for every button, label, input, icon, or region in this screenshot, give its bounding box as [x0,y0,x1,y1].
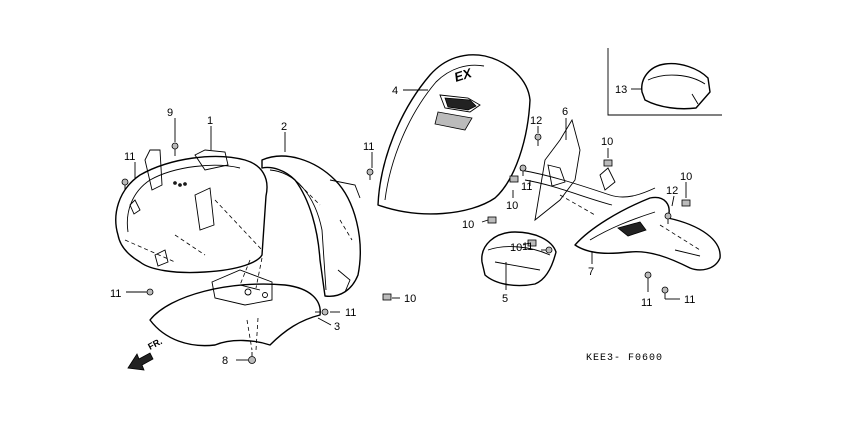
front-arrow-label: FR. [146,336,163,352]
callout-2: 2 [281,121,287,133]
fender-shell-part [261,155,361,297]
clip-icon [487,216,497,224]
clip-icon [382,293,392,301]
screw-icon [661,286,669,299]
callout-5: 5 [502,293,508,305]
inner-fender-part [115,149,268,274]
callout-10-b: 10 [462,219,474,231]
screw-icon [664,212,672,224]
callout-10-d: 10 [510,242,522,254]
callout-1: 1 [207,115,213,127]
side-cover-part [574,196,721,271]
cover-logo-text: EX [452,65,474,85]
screw-icon [315,308,329,316]
callout-10-f: 10 [680,171,692,183]
screw-icon [248,352,256,364]
clip-icon [681,199,691,207]
callout-labels: 1 2 3 4 5 6 7 8 9 10 10 10 10 10 10 11 1… [110,84,695,367]
callout-6: 6 [562,106,568,118]
callout-11-c: 11 [110,288,121,300]
callout-13: 13 [615,84,627,96]
callout-4: 4 [392,85,398,97]
callout-11-a: 11 [124,151,135,163]
callout-11-e: 11 [521,181,532,193]
clip-icon [509,175,519,183]
callout-8: 8 [222,355,228,367]
screw-icon [541,246,553,254]
front-cover-part: EX [377,54,531,215]
screw-icon [121,178,129,190]
callout-11-g: 11 [641,297,652,309]
diagram-code: KEE3- F0600 [586,353,663,364]
callout-11-f: 11 [522,241,533,253]
lower-center-cover-part [481,231,557,287]
leader-lines [126,88,687,361]
callout-10-e: 10 [601,136,613,148]
callout-9: 9 [167,107,173,119]
screw-icon [534,133,542,146]
callout-3: 3 [334,321,340,333]
small-cover-part [641,62,711,110]
screw-icon [519,164,527,176]
screw-icon [366,168,374,180]
callout-11-h: 11 [684,294,695,306]
front-fender-part [149,257,321,351]
front-direction-arrow: FR. [127,336,164,371]
callout-11-b: 11 [363,141,374,153]
screw-icon [644,271,652,284]
fasteners [121,133,691,364]
inner-bracket-part [519,118,656,222]
small-cover-box [607,48,722,116]
screw-icon [171,142,179,156]
callout-11-d: 11 [345,307,356,319]
callout-12-a: 12 [530,115,542,127]
callout-10-a: 10 [404,293,416,305]
callout-12-b: 12 [666,185,678,197]
callout-7: 7 [588,266,594,278]
clip-icon [603,159,613,167]
callout-10-c: 10 [506,200,518,212]
